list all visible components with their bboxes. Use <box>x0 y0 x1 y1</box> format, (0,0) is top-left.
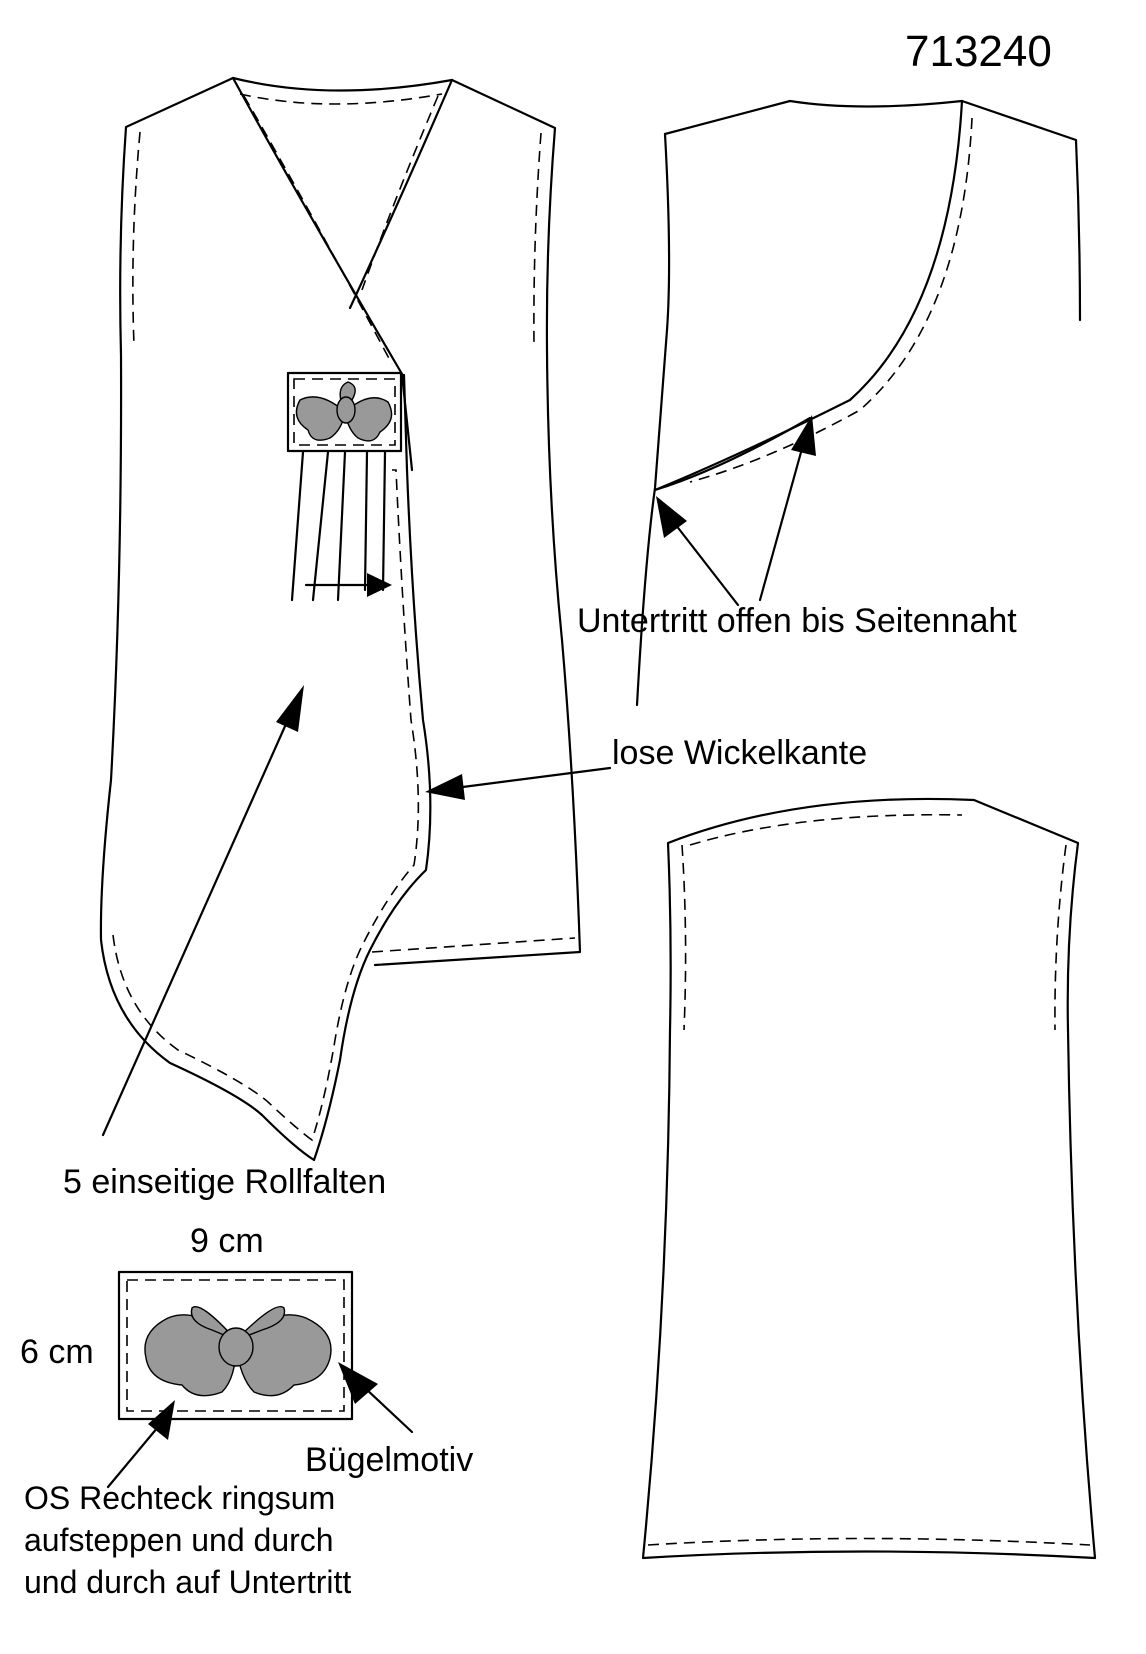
underlap-arrow-line-right <box>758 443 805 602</box>
underlap-neckline <box>663 99 964 136</box>
pleats-arrowhead <box>276 685 304 732</box>
wrap-inner-line <box>400 372 414 472</box>
pleat-line <box>290 450 305 602</box>
loose-edge-arrow-line <box>453 766 612 790</box>
front-butterfly-motif <box>295 381 393 442</box>
detail-rectangle <box>117 1270 354 1421</box>
front-right-v <box>348 78 454 310</box>
pleat-line <box>311 450 330 602</box>
back-outline <box>641 797 1097 1560</box>
loose-edge-arrowhead <box>425 774 465 800</box>
front-wrap-edge <box>231 76 404 376</box>
underlap-left-outline <box>635 132 671 707</box>
back-left-armhole-stitching <box>681 844 687 1031</box>
iron-on-arrow-line <box>363 1386 414 1434</box>
loose-edge-label: lose Wickelkante <box>612 734 868 772</box>
pleats-arrow-line <box>101 713 292 1137</box>
underlap-wrap-curve <box>653 99 964 492</box>
back-right-armhole-stitching <box>1054 844 1067 1031</box>
model-number: 713240 <box>905 27 1052 76</box>
front-right-outline <box>373 78 582 967</box>
underlap-arrow-line-left <box>670 518 740 607</box>
iron-on-arrowhead <box>338 1362 378 1404</box>
front-motif-rectangle <box>286 371 403 453</box>
note-arrow-line <box>106 1425 160 1489</box>
callout-arrows <box>101 415 816 1489</box>
underlap-label: Untertritt offen bis Seitennaht <box>577 602 1017 640</box>
underlap-right-outline <box>960 99 1082 322</box>
note-arrowhead <box>148 1400 175 1440</box>
underlap-wrap-stitching <box>689 117 973 483</box>
front-left-outline <box>99 76 432 1162</box>
pleat-direction-arrowhead <box>367 573 392 597</box>
front-wrap-stitching <box>243 95 393 365</box>
instruction-note: OS Rechteck ringsum aufsteppen und durch… <box>24 1480 352 1600</box>
detail-butterfly-motif <box>144 1306 332 1397</box>
front-motif-stitching <box>293 378 396 446</box>
front-right-v-stitching <box>361 95 439 291</box>
front-hem-stitching <box>371 937 576 953</box>
iron-on-label: Bügelmotiv <box>305 1441 474 1479</box>
height-label: 6 cm <box>20 1333 94 1371</box>
underlap-view <box>635 99 1082 707</box>
front-right-armhole-stitching <box>533 132 542 346</box>
back-neck-stitching <box>689 813 963 846</box>
front-left-armhole-stitching <box>132 131 141 346</box>
pleat-line <box>336 450 347 602</box>
underlap-arrowhead-left <box>656 496 687 538</box>
width-label: 9 cm <box>190 1222 264 1260</box>
back-hem-stitching <box>647 1537 1091 1546</box>
motif-detail <box>117 1270 354 1421</box>
front-neck-stitching <box>239 93 443 105</box>
back-view <box>641 797 1097 1560</box>
underlap-open-edge <box>653 416 812 492</box>
pleat-line <box>381 450 387 592</box>
front-view <box>99 76 582 1162</box>
detail-stitching <box>126 1279 345 1412</box>
front-neckline <box>231 76 454 92</box>
front-wrap-hem-stitching <box>112 469 420 1142</box>
pleats-label: 5 einseitige Rollfalten <box>63 1163 387 1201</box>
pleat-line <box>363 450 369 592</box>
underlap-arrowhead-right <box>791 415 816 456</box>
